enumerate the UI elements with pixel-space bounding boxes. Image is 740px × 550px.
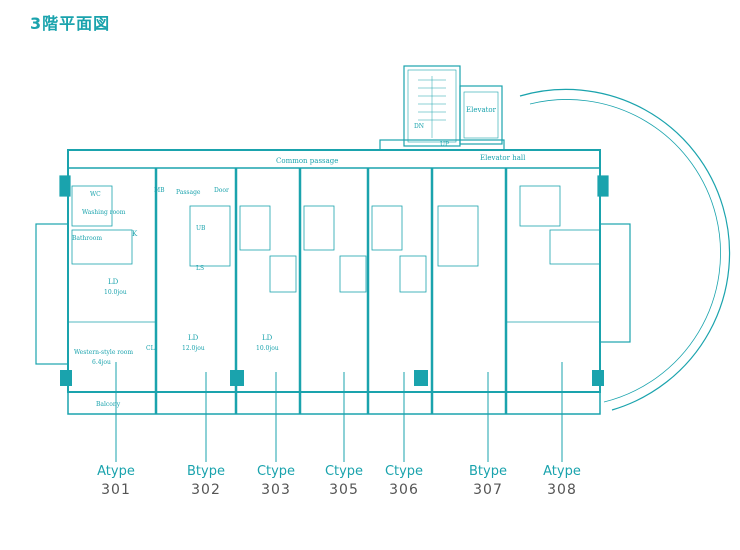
door-label: Door: [214, 187, 229, 194]
unit-307[interactable]: Btype 307: [453, 464, 523, 498]
western-room-size: 6.4jou: [92, 359, 111, 366]
up-label: UP: [440, 141, 449, 148]
unit-303[interactable]: Ctype 303: [241, 464, 311, 498]
curved-terrace: [519, 88, 731, 411]
ld-b-size: 12.0jou: [182, 345, 205, 352]
ls-label: LS: [196, 265, 204, 272]
unit-number: 307: [473, 482, 503, 498]
unit-type: Ctype: [256, 464, 296, 479]
unit-number: 306: [389, 482, 419, 498]
unit-306[interactable]: Ctype 306: [369, 464, 439, 498]
dn-label: DN: [414, 123, 424, 130]
unit-type: Atype: [97, 464, 135, 479]
unit-number: 308: [547, 482, 577, 498]
unit-number: 302: [191, 482, 221, 498]
wc-label: WC: [90, 191, 101, 198]
unit-301[interactable]: Atype 301: [81, 464, 151, 498]
balcony-strip: [67, 391, 601, 415]
elevator-hall-label: Elevator hall: [480, 154, 526, 162]
ld-a-size: 10.0jou: [104, 289, 127, 296]
common-passage-label: Common passage: [276, 157, 338, 165]
mb-label: MB: [154, 187, 165, 194]
page-title: 3階平面図: [30, 14, 111, 33]
closet-label: CL: [146, 345, 155, 352]
unit-type: Ctype: [384, 464, 424, 479]
unit-type: Btype: [187, 464, 225, 479]
elevator-shaft: [459, 85, 503, 145]
balcony-label: Balcony: [96, 401, 121, 408]
unit-type: Atype: [543, 464, 581, 479]
ld-a-label: LD: [108, 278, 119, 286]
ld-c-size: 10.0jou: [256, 345, 279, 352]
unit-type: Ctype: [324, 464, 364, 479]
unit-number: 301: [101, 482, 131, 498]
ld-c-label: LD: [262, 334, 273, 342]
unit-type: Btype: [469, 464, 507, 479]
unit-305[interactable]: Ctype 305: [309, 464, 379, 498]
kitchen-label: K: [132, 230, 138, 238]
ub-label: UB: [196, 225, 206, 232]
elevator-label: Elevator: [466, 106, 497, 114]
passage-label: Passage: [176, 189, 201, 196]
washing-room-label: Washing room: [82, 209, 126, 216]
unit-number: 303: [261, 482, 291, 498]
western-room-label: Western-style room: [74, 349, 133, 356]
unit-302[interactable]: Btype 302: [171, 464, 241, 498]
unit-308[interactable]: Atype 308: [527, 464, 597, 498]
ld-b-label: LD: [188, 334, 199, 342]
bathroom-label: Bathroom: [72, 235, 102, 242]
unit-number: 305: [329, 482, 359, 498]
